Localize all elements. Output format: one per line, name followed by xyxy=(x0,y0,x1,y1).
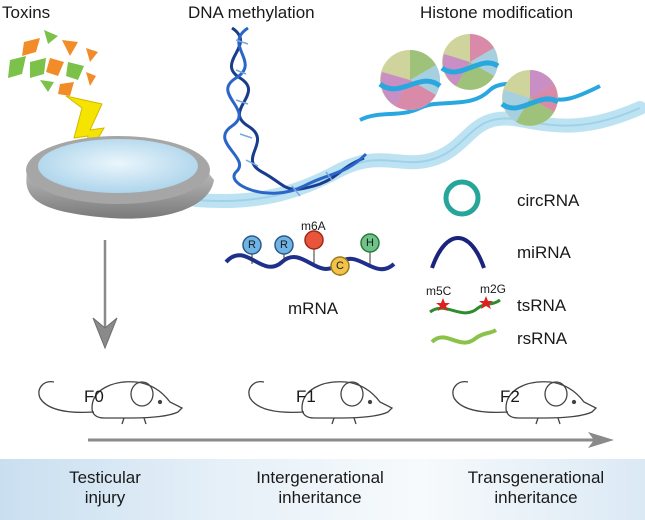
caption-intergenerational: Intergenerational inheritance xyxy=(256,468,384,507)
dna-helix-icon xyxy=(223,26,368,197)
toxins-label: Toxins xyxy=(2,3,51,22)
mod-r1: R xyxy=(248,239,256,251)
rsrna-label: rsRNA xyxy=(517,329,568,348)
tsrna-label: tsRNA xyxy=(517,296,567,315)
histone-modification-label: Histone modification xyxy=(420,3,574,22)
generation-f0: F0 xyxy=(84,387,104,406)
mod-r2: R xyxy=(280,239,288,251)
caption-transgenerational: Transgenerational inheritance xyxy=(467,468,605,507)
generation-f1: F1 xyxy=(296,387,316,406)
mirna-icon xyxy=(430,236,486,269)
m5c-label: m5C xyxy=(426,284,452,298)
rsrna-icon xyxy=(430,328,498,345)
dna-methylation-label: DNA methylation xyxy=(188,3,315,22)
mouse-icon xyxy=(452,381,598,425)
mouse-icon xyxy=(38,381,184,425)
generation-f2: F2 xyxy=(500,387,520,406)
tsrna-icon xyxy=(429,298,501,315)
caption-testicular-injury: Testicular injury xyxy=(69,468,141,507)
mod-h: H xyxy=(366,237,374,249)
toxin-fragments xyxy=(8,30,98,96)
mouse-icon xyxy=(248,381,394,425)
circrna-label: circRNA xyxy=(517,191,580,210)
seminiferous-tubule xyxy=(189,101,645,209)
mrna-label: mRNA xyxy=(288,299,339,318)
circrna-icon xyxy=(443,179,481,217)
m2g-star-icon xyxy=(479,296,493,309)
mod-c: C xyxy=(336,260,344,272)
nucleosome-icon xyxy=(359,34,601,126)
mod-m6a: m6A xyxy=(301,219,326,233)
testis-dish xyxy=(26,136,215,219)
mirna-label: miRNA xyxy=(517,243,571,262)
m5c-star-icon xyxy=(436,298,450,311)
m2g-label: m2G xyxy=(480,282,507,296)
caption-band xyxy=(0,459,645,520)
mrna-strand xyxy=(224,230,396,276)
